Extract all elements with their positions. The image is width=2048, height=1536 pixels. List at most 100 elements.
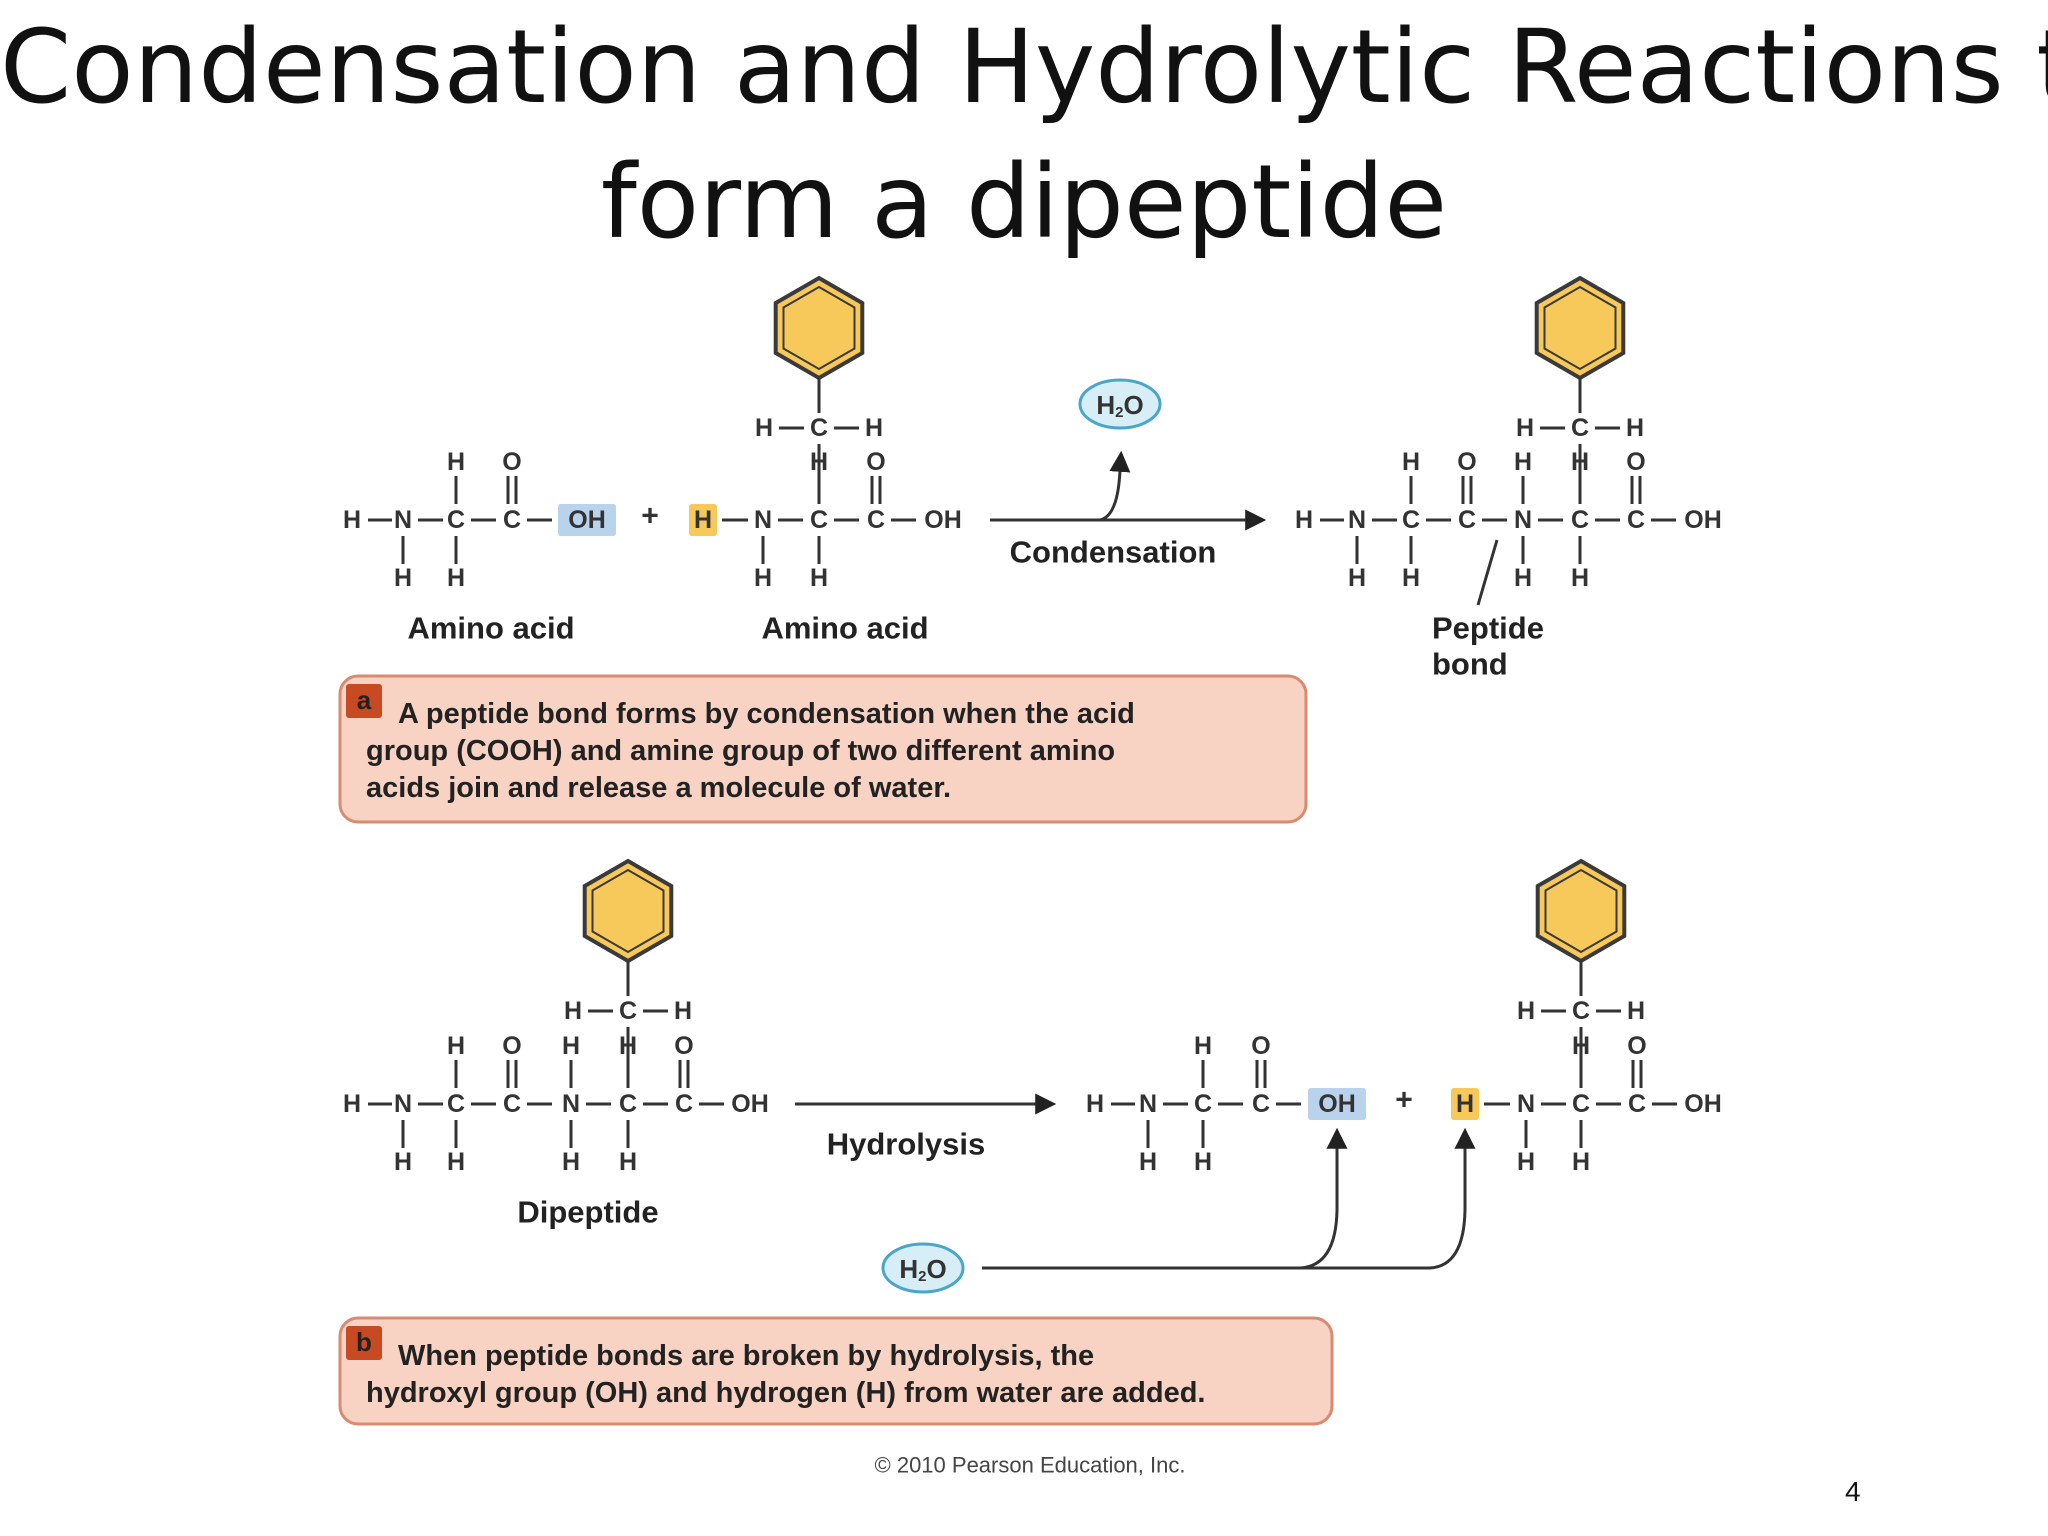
atom-label: H: [1627, 997, 1645, 1025]
atom-label: C: [1194, 1090, 1212, 1118]
atom-label: H: [1516, 414, 1534, 442]
atom-label: C: [1572, 1090, 1590, 1118]
atom-label: N: [1139, 1090, 1157, 1118]
atom-label: H: [619, 1148, 637, 1176]
atom-label: H: [810, 448, 828, 476]
peptide-bond-label: bond: [1432, 647, 1508, 682]
caption-text: hydroxyl group (OH) and hydrogen (H) fro…: [366, 1377, 1205, 1409]
atom-label: C: [1252, 1090, 1270, 1118]
phenyl-ring: [1535, 858, 1627, 964]
atom-label: O: [1627, 1032, 1646, 1060]
atom-label: C: [1571, 506, 1589, 534]
atom-label: H: [394, 564, 412, 592]
caption-badge-letter: a: [357, 685, 372, 715]
atom-label: O: [1626, 448, 1645, 476]
phenyl-ring: [582, 858, 674, 964]
atom-label: H: [1456, 1090, 1474, 1118]
slide-title: Condensation and Hydrolytic Reactions to…: [0, 0, 2048, 270]
atom-label: H: [810, 564, 828, 592]
atom-label: H: [343, 1090, 361, 1118]
h-highlight: [689, 504, 717, 536]
caption-box-b: [338, 1316, 1334, 1426]
atom-label: N: [394, 1090, 412, 1118]
atom-label: C: [675, 1090, 693, 1118]
atom-label: H: [447, 1148, 465, 1176]
atom-label: O: [502, 448, 521, 476]
phenyl-ring: [773, 275, 865, 381]
water-release-arrow: [1099, 450, 1131, 522]
peptide-bond-pointer: [1476, 539, 1499, 606]
reactant-1-label: Amino acid: [407, 611, 574, 646]
caption-badge-letter: b: [356, 1327, 372, 1357]
atom-label: O: [1457, 448, 1476, 476]
peptide-bond-label: Peptide: [1432, 611, 1544, 646]
atom-label: H: [1402, 564, 1420, 592]
atom-label: OH: [1318, 1090, 1356, 1118]
condensation-label: Condensation: [1010, 535, 1217, 570]
atom-label: C: [503, 506, 521, 534]
atom-label: H: [1517, 997, 1535, 1025]
atom-label: O: [502, 1032, 521, 1060]
atom-label: H: [447, 448, 465, 476]
atom-label: H: [694, 506, 712, 534]
atom-label: H: [1572, 1148, 1590, 1176]
dipeptide-label: Dipeptide: [517, 1195, 658, 1230]
atom-label: +: [1395, 1084, 1413, 1117]
caption-text: group (COOH) and amine group of two diff…: [366, 735, 1115, 767]
atom-label: H: [865, 414, 883, 442]
atom-label: O: [674, 1032, 693, 1060]
atom-label: C: [1628, 1090, 1646, 1118]
atom-label: H: [343, 506, 361, 534]
caption-badge: [346, 1326, 382, 1360]
h-highlight: [1451, 1088, 1479, 1120]
atom-label: H: [1517, 1148, 1535, 1176]
caption-box-a: [338, 674, 1308, 824]
water-formula: H2O: [899, 1254, 946, 1285]
hydrolysis-label: Hydrolysis: [827, 1127, 986, 1162]
atom-label: C: [619, 1090, 637, 1118]
diagram-shapes: [338, 275, 1677, 1426]
atom-label: C: [867, 506, 885, 534]
atom-label: O: [1251, 1032, 1270, 1060]
title-line-2: form a dipeptide: [600, 143, 1448, 262]
atom-label: C: [1402, 506, 1420, 534]
page-number: 4: [1845, 1476, 1861, 1507]
phenyl-ring: [1534, 275, 1626, 381]
atom-label: OH: [731, 1090, 769, 1118]
caption-badge: [346, 684, 382, 718]
atom-label: H: [674, 997, 692, 1025]
atom-label: C: [503, 1090, 521, 1118]
caption-text: acids join and release a molecule of wat…: [366, 772, 951, 804]
atom-label: N: [754, 506, 772, 534]
atom-label: H: [1572, 1032, 1590, 1060]
atom-label: H: [447, 564, 465, 592]
benzene-ring-inner: [1544, 868, 1618, 954]
atom-label: H: [619, 1032, 637, 1060]
oh-highlight: [558, 504, 616, 536]
atom-label: C: [810, 506, 828, 534]
atom-label: H: [1139, 1148, 1157, 1176]
atom-label: H: [1194, 1032, 1212, 1060]
oh-addition-arrow: [982, 1127, 1348, 1270]
water-released: [1078, 378, 1162, 430]
benzene-ring-inner: [782, 285, 856, 371]
atom-label: C: [1458, 506, 1476, 534]
h-addition-arrow: [1300, 1127, 1476, 1270]
atom-label: C: [810, 414, 828, 442]
atom-label: OH: [568, 506, 606, 534]
benzene-ring-inner: [1543, 285, 1617, 371]
atom-label: H: [564, 997, 582, 1025]
atom-label: H: [1571, 564, 1589, 592]
atom-label: C: [1627, 506, 1645, 534]
title-line-1: Condensation and Hydrolytic Reactions to: [0, 8, 2048, 127]
atom-label: N: [394, 506, 412, 534]
caption-text: When peptide bonds are broken by hydroly…: [398, 1340, 1094, 1372]
atom-label: H: [1626, 414, 1644, 442]
atom-label: H: [394, 1148, 412, 1176]
atom-label: H: [562, 1032, 580, 1060]
atom-label: H: [754, 564, 772, 592]
atom-label: O: [866, 448, 885, 476]
